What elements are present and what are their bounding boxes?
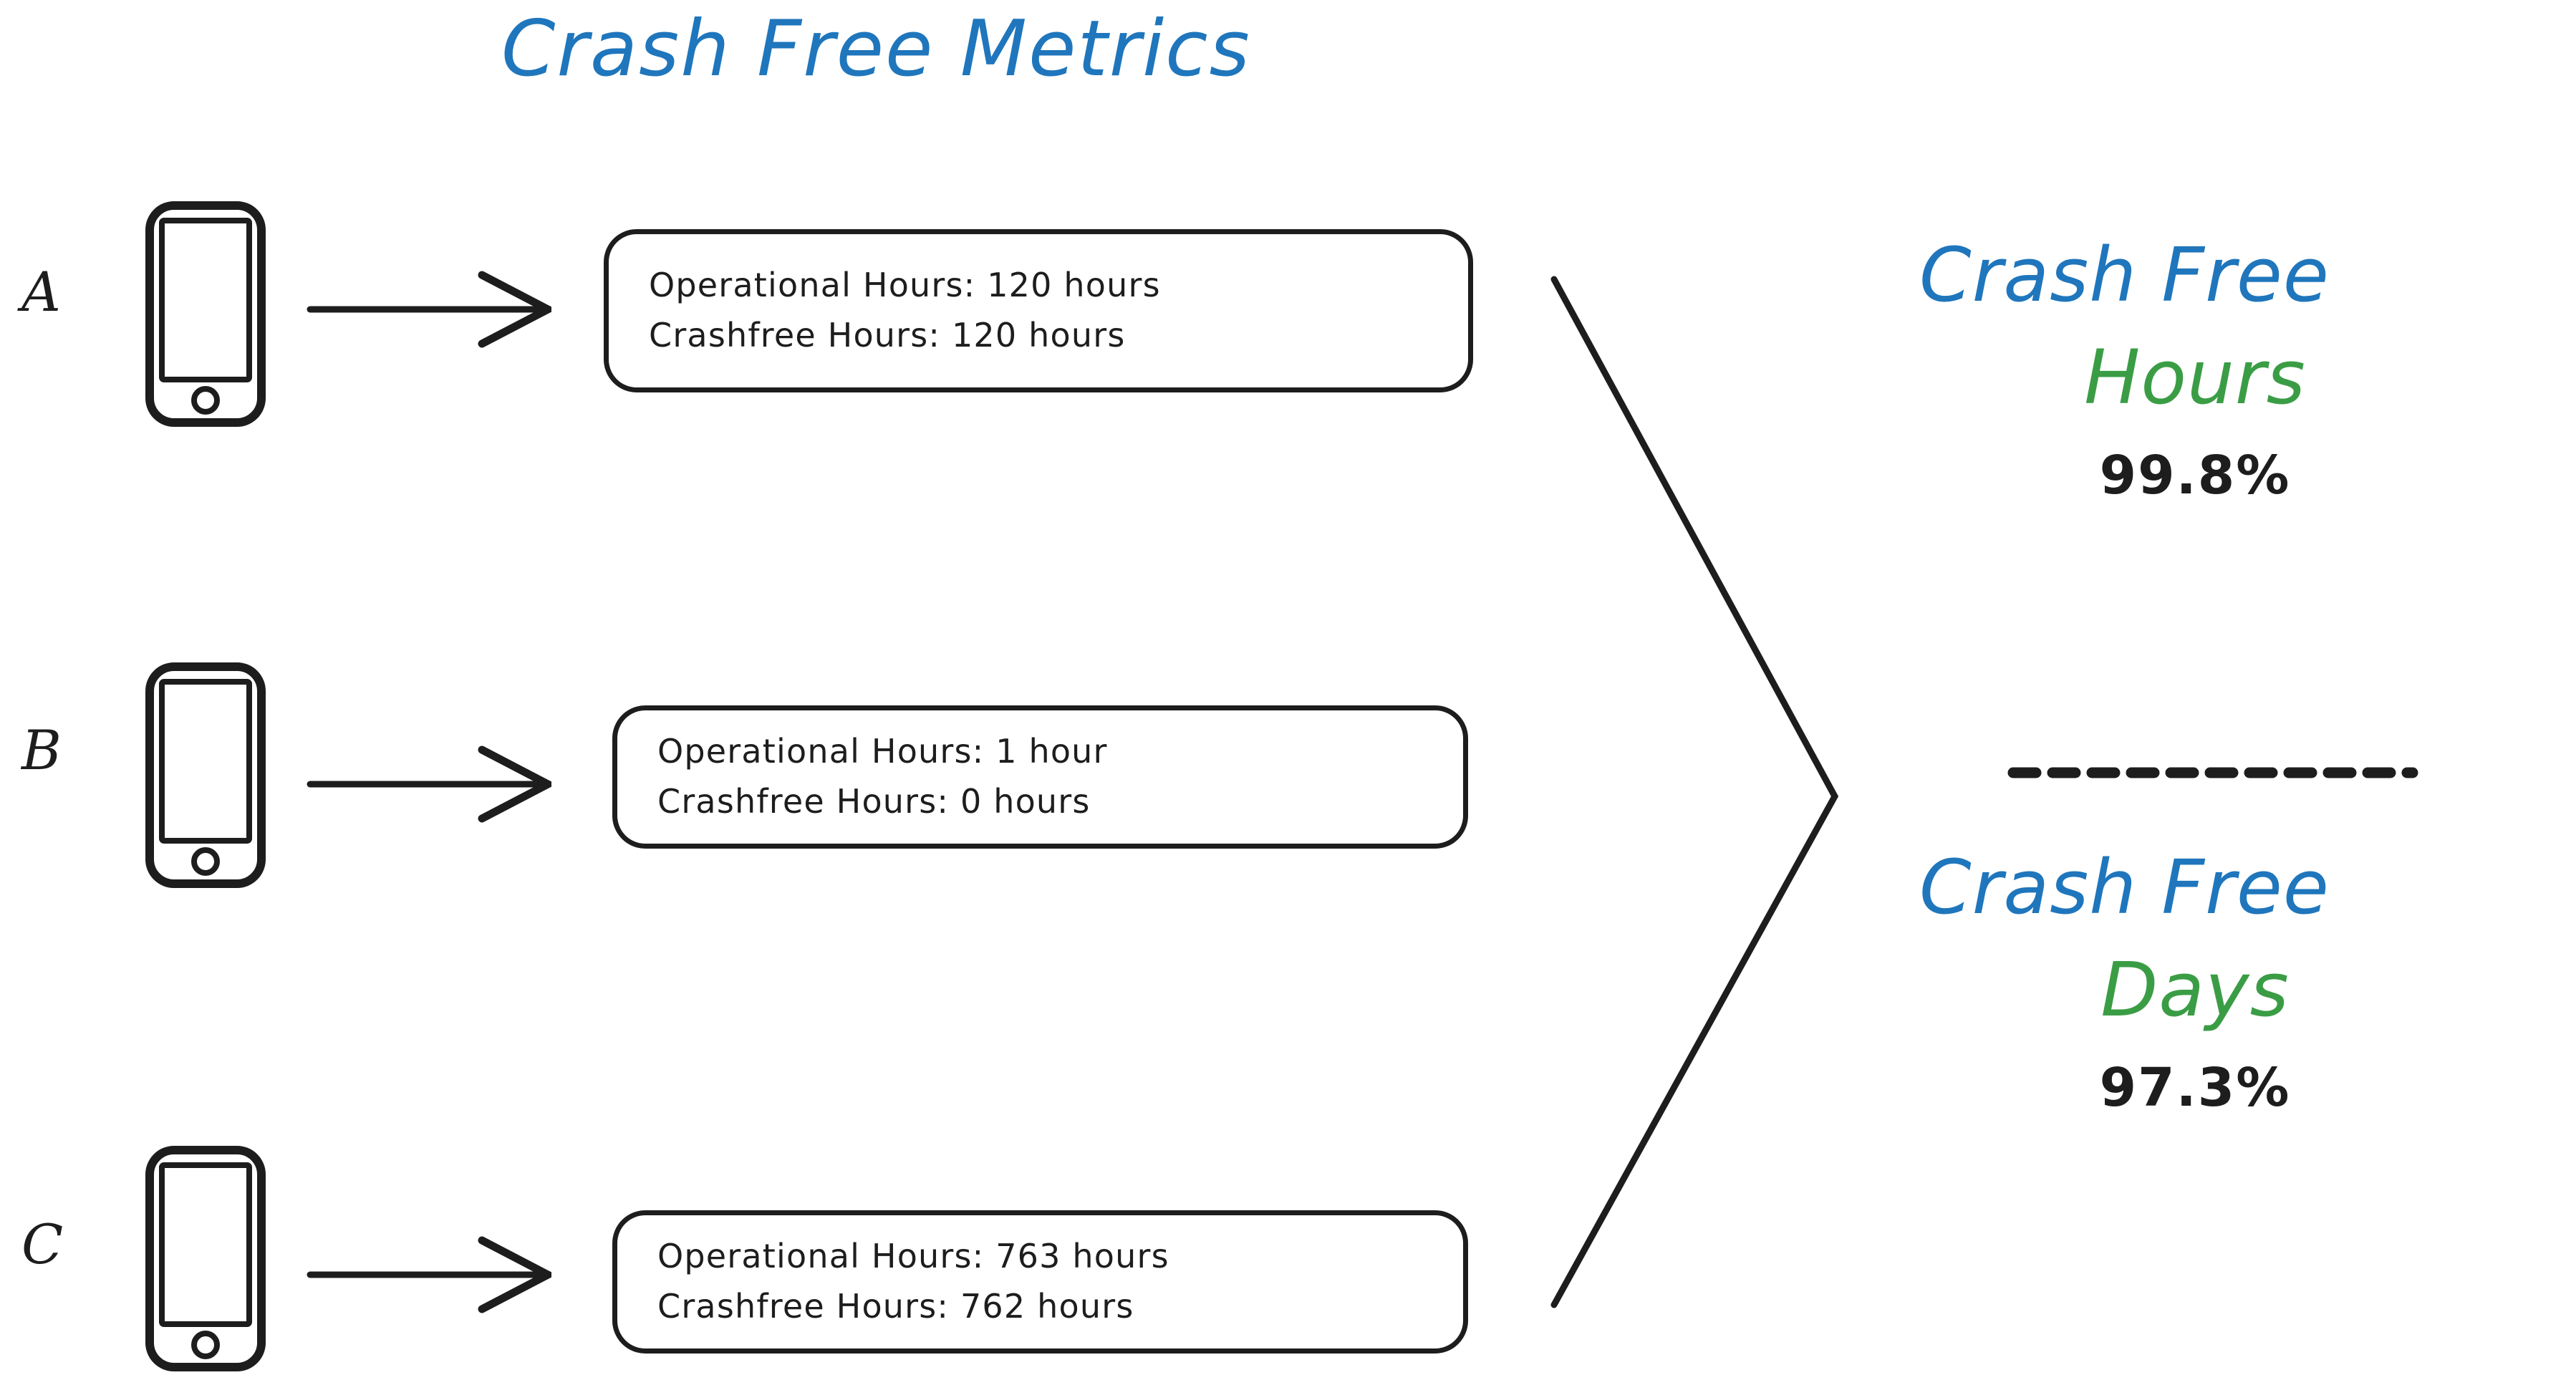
page-title: Crash Free Metrics: [501, 4, 1251, 94]
smartphone-icon-c: [145, 1146, 266, 1371]
smartphone-icon-a: [145, 201, 266, 427]
result-value-days: 97.3%: [2099, 1057, 2291, 1119]
result-value-hours: 99.8%: [2099, 445, 2291, 507]
arrow-right-icon-c: [304, 1232, 551, 1318]
device-label-c: C: [21, 1212, 64, 1276]
device-label-a: A: [21, 260, 61, 324]
crashfree-hours-a: Crashfree Hours: 120 hours: [649, 316, 1126, 354]
result-secondary-label-days: Days: [2100, 946, 2290, 1034]
device-label-b: B: [21, 718, 62, 782]
result-primary-label-days: Crash Free: [1919, 844, 2330, 931]
result-secondary-label-hours: Hours: [2084, 334, 2306, 422]
dashed-divider: [2005, 765, 2421, 781]
operational-hours-a: Operational Hours: 120 hours: [649, 266, 1161, 305]
smartphone-icon-b: [145, 662, 266, 888]
crashfree-hours-c: Crashfree Hours: 762 hours: [657, 1287, 1134, 1326]
arrow-right-icon-a: [304, 266, 551, 352]
converging-bracket: [1525, 265, 1862, 1318]
metric-box-a: Operational Hours: 120 hours Crashfree H…: [604, 229, 1473, 392]
crashfree-hours-b: Crashfree Hours: 0 hours: [657, 782, 1091, 821]
metric-box-b: Operational Hours: 1 hour Crashfree Hour…: [612, 705, 1468, 849]
operational-hours-c: Operational Hours: 763 hours: [657, 1237, 1169, 1276]
metric-box-c: Operational Hours: 763 hours Crashfree H…: [612, 1210, 1468, 1354]
result-primary-label-hours: Crash Free: [1919, 231, 2330, 319]
result-crash-free-hours: Crash Free Hours 99.8%: [1919, 236, 2471, 504]
arrow-right-icon-b: [304, 741, 551, 827]
operational-hours-b: Operational Hours: 1 hour: [657, 732, 1108, 771]
result-crash-free-days: Crash Free Days 97.3%: [1919, 844, 2471, 1119]
